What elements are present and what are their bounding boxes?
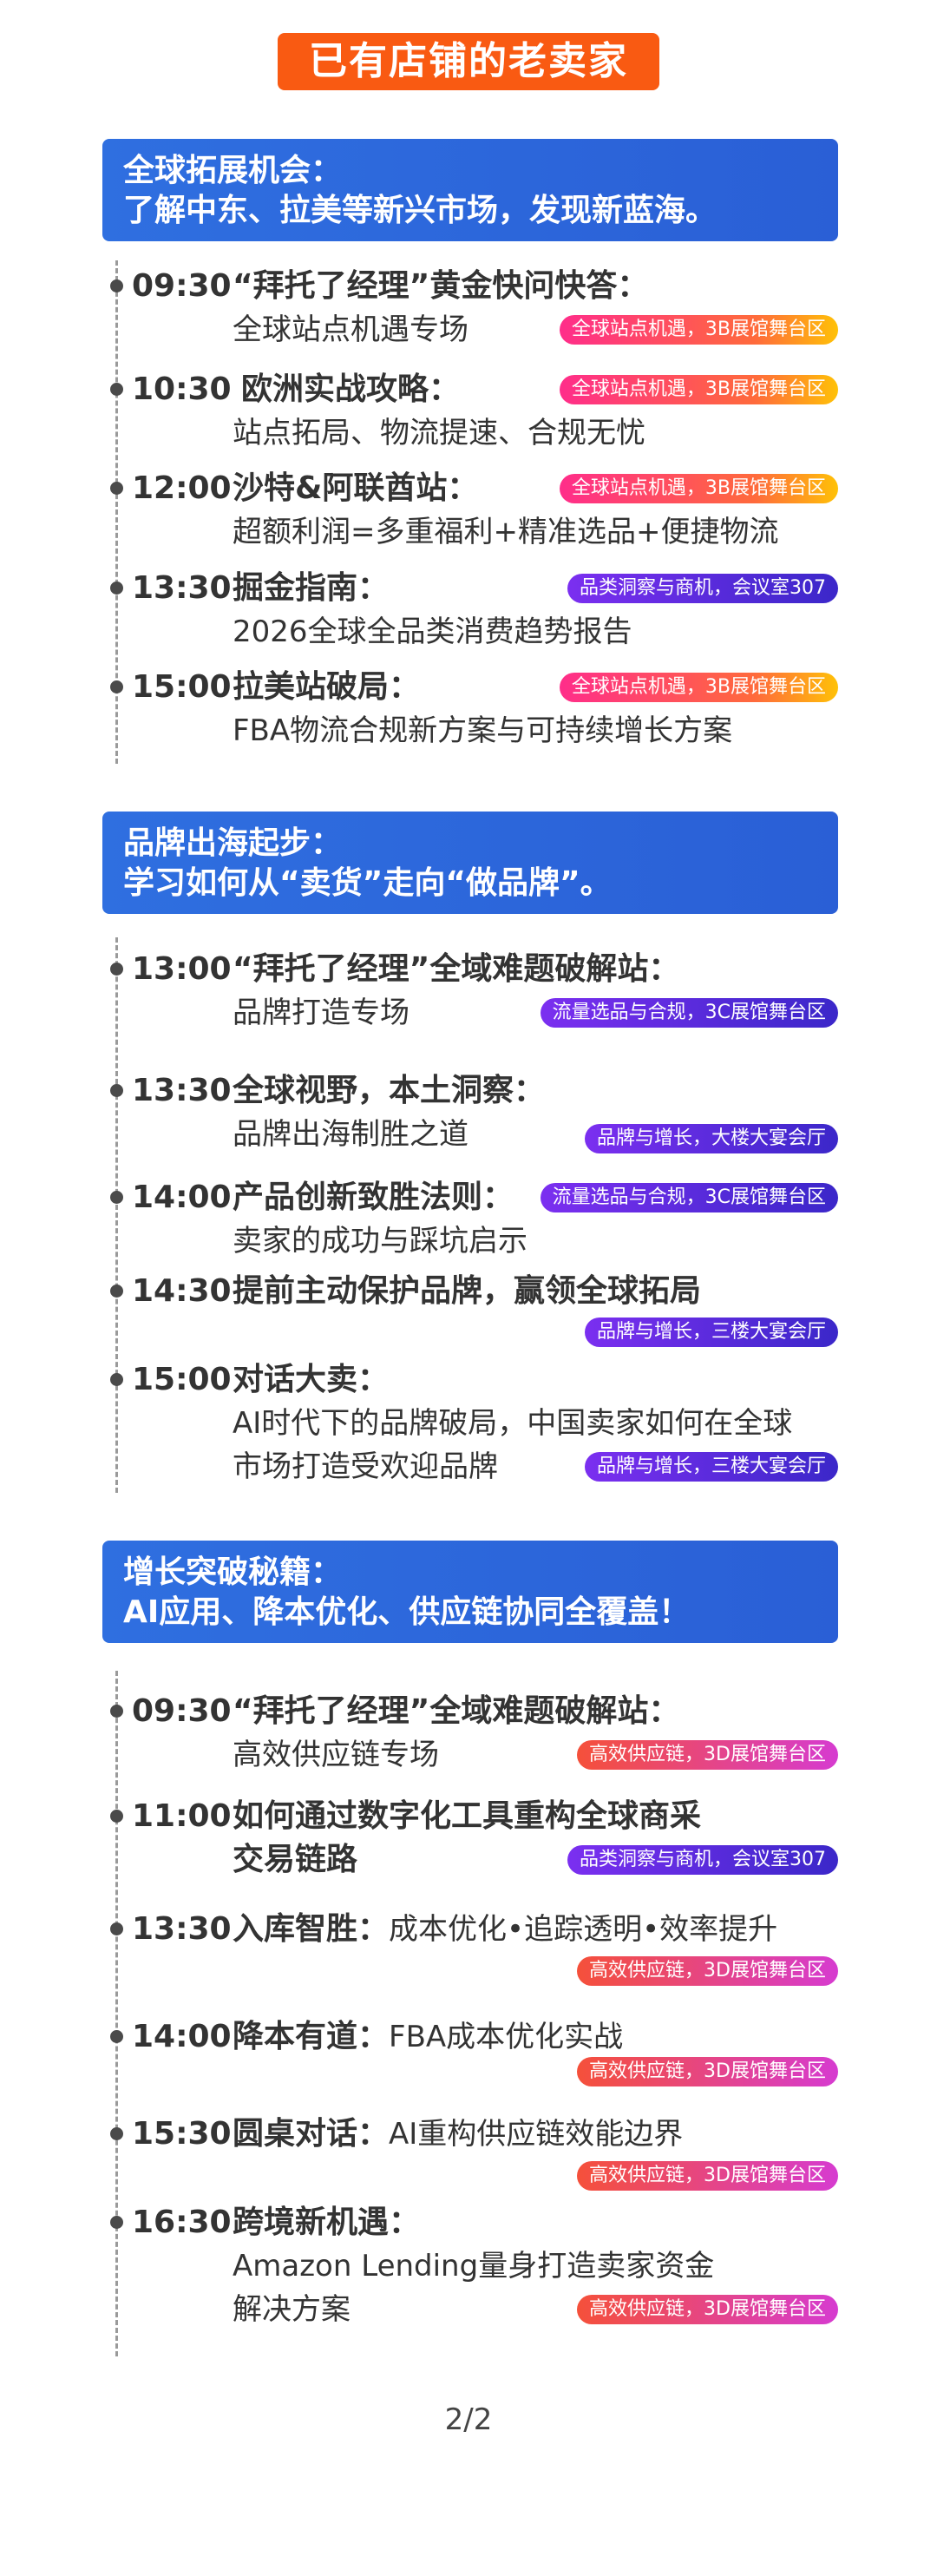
venue-tag: 品牌与增长，大楼大宴会厅 [584,1124,838,1153]
timeline-line [115,937,118,1493]
timeline-dot [110,383,123,396]
item-time: 09:30 [132,1693,232,1729]
item-time: 13:00 [132,951,232,987]
timeline-dot [110,279,123,292]
item-subtitle: 2026全球全品类消费趋势报告 [233,614,632,649]
venue-tag: 流量选品与合规，3C展馆舞台区 [540,998,838,1028]
item-subtitle: 高效供应链专场 [233,1738,439,1772]
timeline-dot [110,582,123,595]
item-title: 拉美站破局： [233,669,421,705]
item-time: 16:30 [132,2205,232,2240]
item-title: 提前主动保护品牌，赢领全球拓局 [233,1273,702,1309]
section-header-line1: 增长突破秘籍： [123,1554,343,1590]
timeline-dot [110,963,123,976]
venue-tag: 高效供应链，3D展馆舞台区 [577,1956,838,1986]
timeline-dot [110,1373,123,1386]
item-title: “拜托了经理”全域难题破解站： [233,951,680,987]
item-subtitle: AI时代下的品牌破局，中国卖家如何在全球 [233,1406,793,1441]
item-title: “拜托了经理”全域难题破解站： [233,1693,680,1729]
item-title: 沙特&阿联酋站： [233,470,479,506]
page-title: 已有店铺的老卖家 [278,33,659,90]
item-title: 跨境新机遇： [233,2205,421,2240]
item-title-label: 圆桌对话： [233,2116,390,2152]
timeline-dot [110,1810,123,1823]
section-header-line2: AI应用、降本优化、供应链协同全覆盖！ [123,1594,691,1630]
section-header-growth: 增长突破秘籍： AI应用、降本优化、供应链协同全覆盖！ [102,1541,838,1643]
section-header-line2: 学习如何从“卖货”走向“做品牌”。 [123,865,612,901]
item-subtitle: 全球站点机遇专场 [233,312,468,347]
timeline-dot [110,482,123,495]
timeline-dot [110,2030,123,2043]
item-title: 对话大卖： [233,1362,390,1397]
item-time: 14:00 [132,1180,232,1215]
section-header-global: 全球拓展机会： 了解中东、拉美等新兴市场，发现新蓝海。 [102,139,838,241]
item-time: 13:30 [132,570,232,606]
item-title-label: 入库智胜： [233,1911,390,1947]
item-time: 15:00 [132,669,232,705]
item-title-rest: FBA成本优化实战 [389,2020,624,2054]
item-subtitle: 站点拓局、物流提速、合规无忧 [233,416,645,450]
venue-tag: 高效供应链，3D展馆舞台区 [577,1740,838,1770]
timeline-line [115,260,118,764]
item-title-rest: AI重构供应链效能边界 [389,2117,684,2152]
section-header-brand: 品牌出海起步： 学习如何从“卖货”走向“做品牌”。 [102,812,838,914]
item-title-line2: 交易链路 [233,1842,358,1877]
venue-tag: 全球站点机遇，3B展馆舞台区 [559,474,838,503]
item-time: 14:30 [132,1273,232,1309]
item-subtitle: 卖家的成功与踩坑启示 [233,1224,527,1258]
item-title: 圆桌对话：AI重构供应链效能边界 [233,2113,683,2156]
item-title: 全球视野，本土洞察： [233,1073,546,1108]
timeline-dot [110,1191,123,1204]
venue-tag: 品类洞察与商机，会议室307 [567,574,838,603]
item-subtitle: 品牌打造专场 [233,996,410,1030]
item-title-rest: 成本优化•追踪透明•效率提升 [389,1912,778,1947]
item-time: 09:30 [132,268,232,304]
item-time: 13:30 [132,1073,232,1108]
venue-tag: 高效供应链，3D展馆舞台区 [577,2161,838,2191]
section-header-line1: 全球拓展机会： [123,153,343,188]
section-header-line1: 品牌出海起步： [123,825,343,861]
item-title-label: 降本有道： [233,2019,390,2054]
timeline-dot [110,1285,123,1298]
timeline-dot [110,2216,123,2229]
item-title: 掘金指南： [233,570,390,606]
item-time: 15:30 [132,2116,232,2152]
timeline-dot [110,1084,123,1097]
item-title: 如何通过数字化工具重构全球商采 [233,1798,702,1834]
item-title: 降本有道：FBA成本优化实战 [233,2015,623,2059]
venue-tag: 全球站点机遇，3B展馆舞台区 [559,673,838,702]
item-subtitle: FBA物流合规新方案与可持续增长方案 [233,713,733,748]
venue-tag: 品牌与增长，三楼大宴会厅 [584,1452,838,1482]
item-time: 11:00 [132,1798,232,1834]
item-subtitle-line2: 解决方案 [233,2292,351,2327]
venue-tag: 全球站点机遇，3B展馆舞台区 [559,375,838,404]
item-title: 入库智胜：成本优化•追踪透明•效率提升 [233,1908,777,1951]
item-time: 10:30 [132,371,232,407]
item-title: “拜托了经理”黄金快问快答： [233,268,649,304]
venue-tag: 全球站点机遇，3B展馆舞台区 [559,315,838,345]
venue-tag: 品类洞察与商机，会议室307 [567,1845,838,1875]
item-time: 15:00 [132,1362,232,1397]
section-header-line2: 了解中东、拉美等新兴市场，发现新蓝海。 [123,193,717,228]
item-time: 14:00 [132,2019,232,2054]
timeline-dot [110,680,123,693]
page-number: 2/2 [444,2402,493,2437]
venue-tag: 品牌与增长，三楼大宴会厅 [584,1318,838,1347]
item-subtitle-line2: 市场打造受欢迎品牌 [233,1449,498,1484]
timeline-dot [110,1922,123,1935]
item-subtitle: 品牌出海制胜之道 [233,1117,468,1152]
item-title: 欧洲实战攻略： [241,371,461,407]
item-title: 产品创新致胜法则： [233,1180,514,1215]
timeline-dot [110,2127,123,2140]
item-time: 12:00 [132,470,232,506]
timeline-line [115,1671,118,2356]
venue-tag: 高效供应链，3D展馆舞台区 [577,2057,838,2086]
item-subtitle: 超额利润=多重福利+精准选品+便捷物流 [233,515,779,549]
item-time: 13:30 [132,1911,232,1947]
timeline-dot [110,1705,123,1718]
item-subtitle: Amazon Lending量身打造卖家资金 [233,2249,715,2284]
venue-tag: 流量选品与合规，3C展馆舞台区 [540,1183,838,1212]
venue-tag: 高效供应链，3D展馆舞台区 [577,2295,838,2324]
